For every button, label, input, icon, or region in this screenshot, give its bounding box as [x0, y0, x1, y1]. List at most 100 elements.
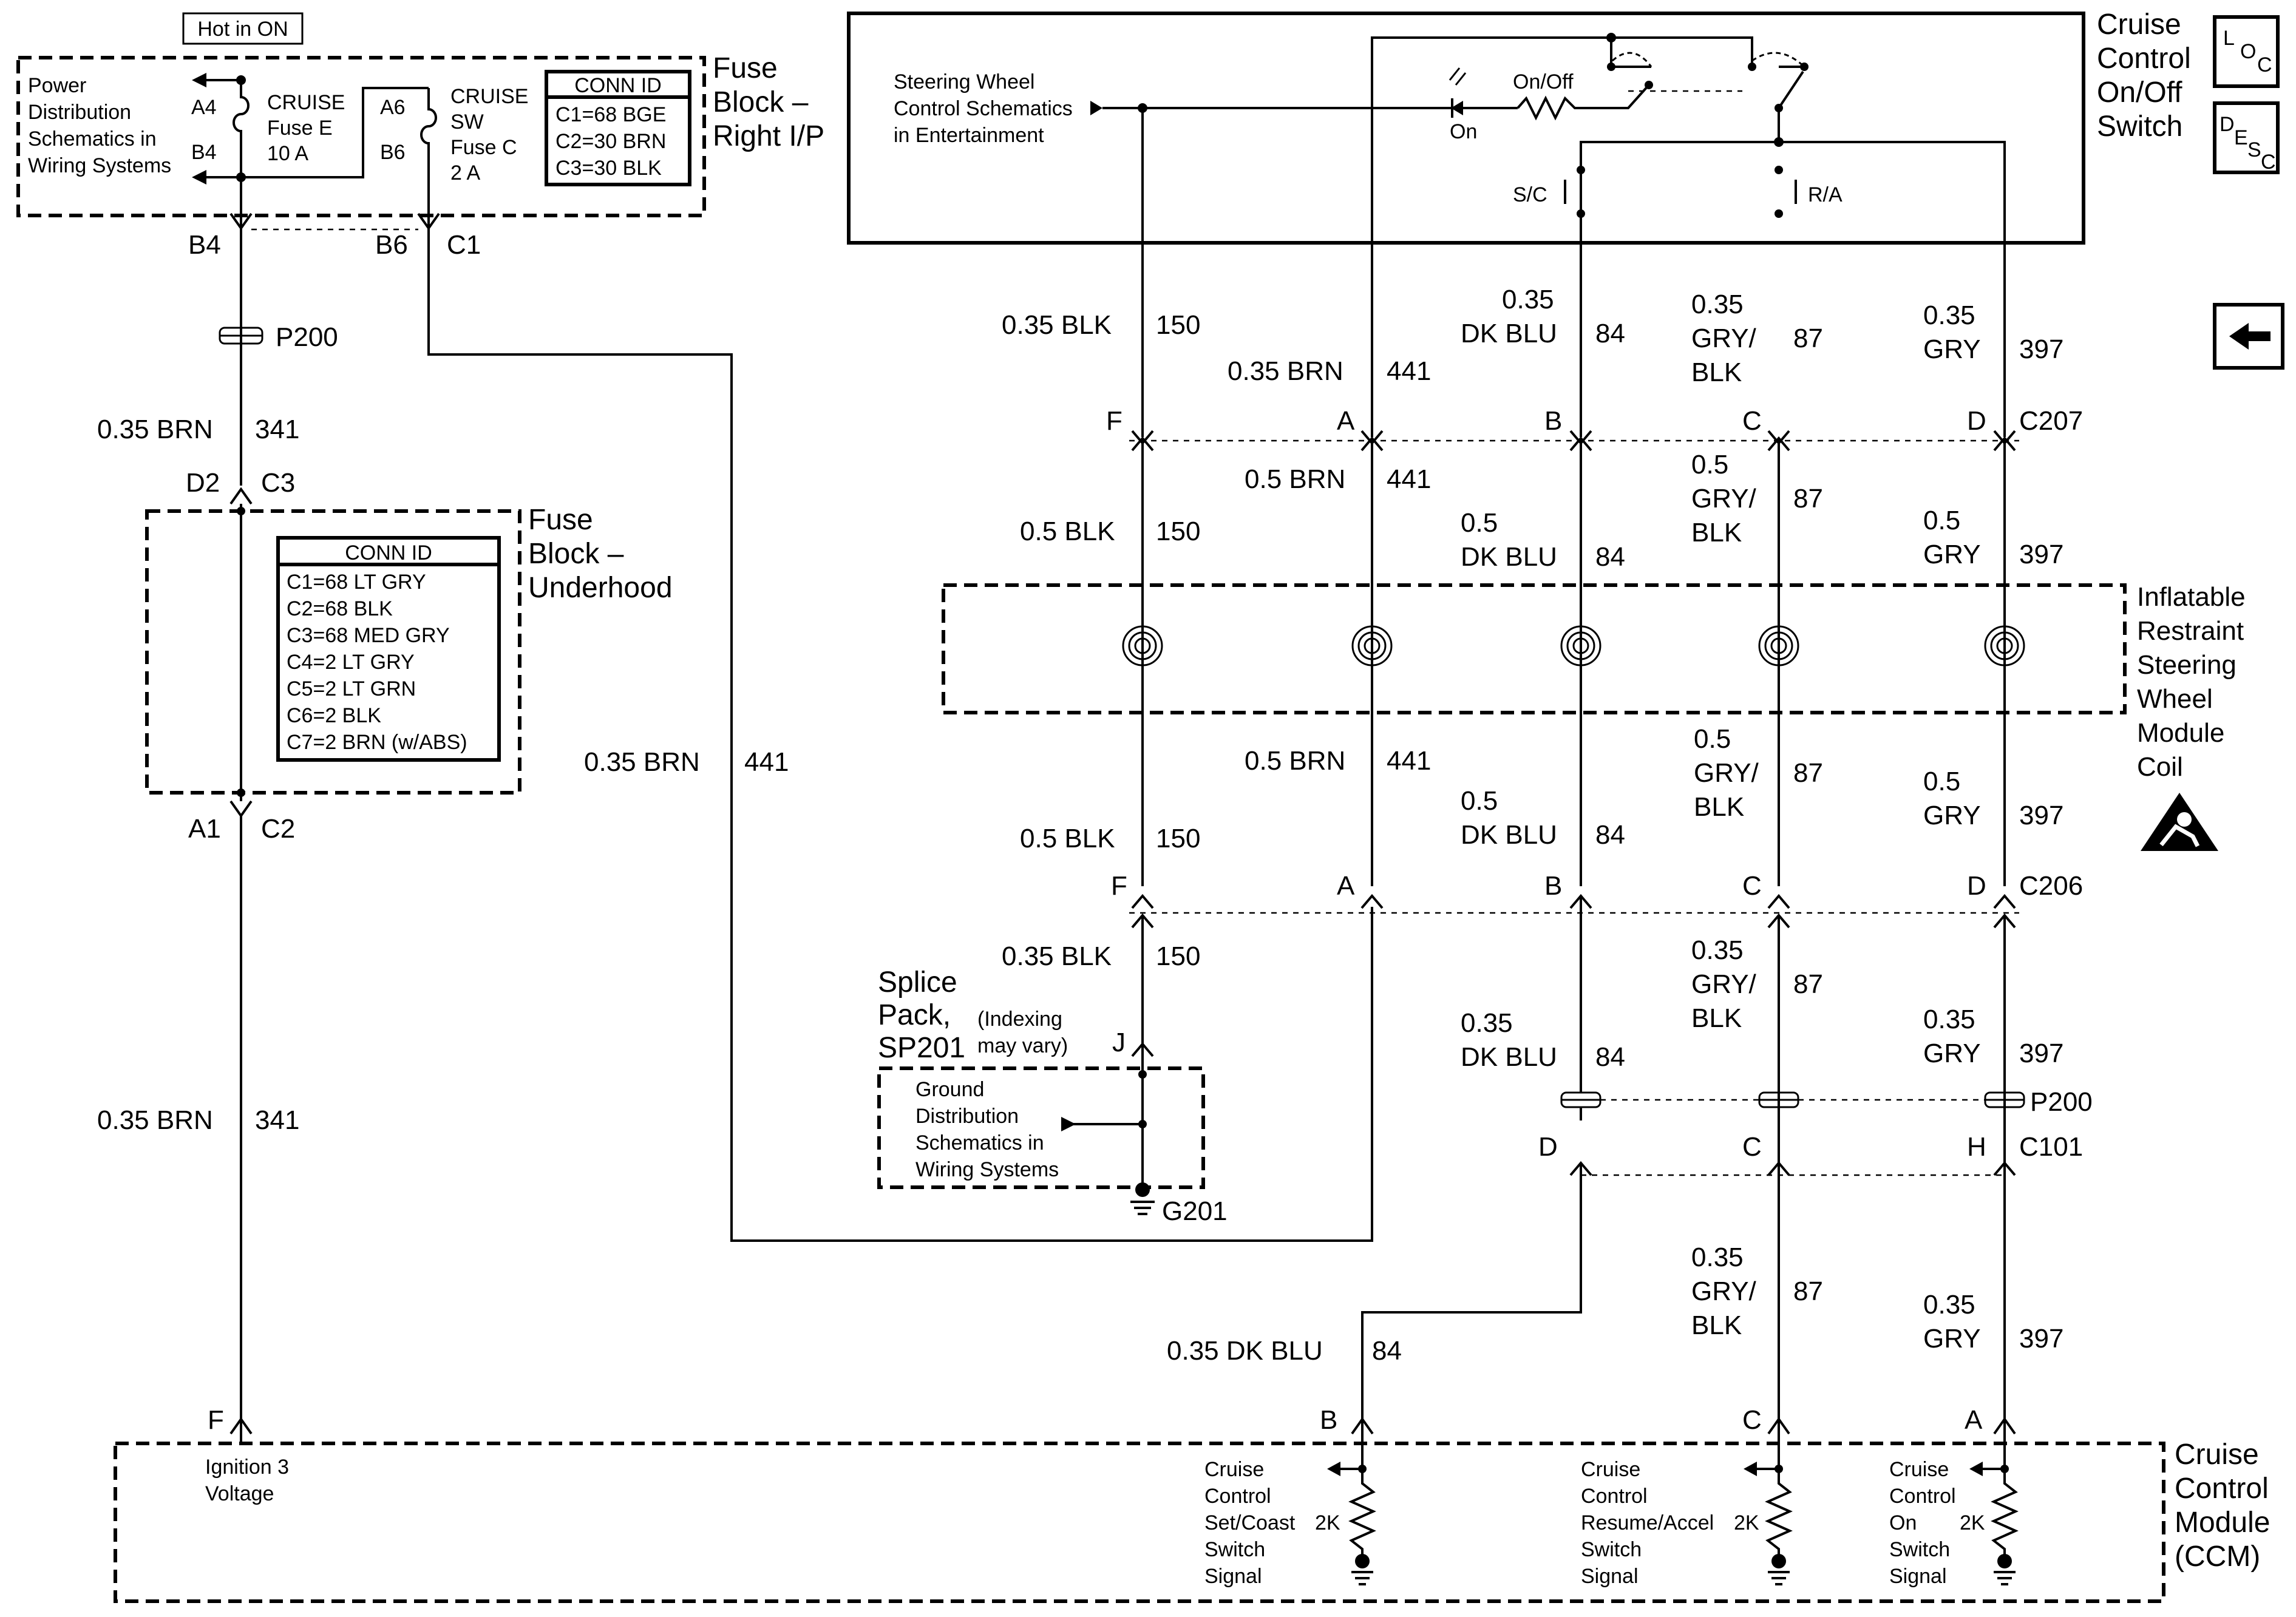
svg-text:Control: Control [1581, 1485, 1648, 1508]
svg-text:150: 150 [1156, 310, 1200, 340]
svg-text:0.35: 0.35 [1923, 1290, 1975, 1320]
svg-text:0.35: 0.35 [1691, 935, 1744, 965]
svg-text:A6: A6 [380, 96, 406, 119]
ignition-3-voltage: Ignition 3 Voltage [205, 1456, 289, 1505]
svg-text:Schematics in: Schematics in [28, 127, 157, 151]
svg-text:On/Off: On/Off [1513, 70, 1574, 93]
svg-text:GRY: GRY [1923, 334, 1981, 364]
svg-text:Module: Module [2137, 718, 2224, 748]
svg-text:0.35: 0.35 [1691, 290, 1744, 319]
svg-text:Control: Control [1889, 1485, 1956, 1508]
svg-text:87: 87 [1793, 1276, 1823, 1306]
svg-text:E: E [2234, 126, 2248, 149]
svg-text:C1: C1 [447, 230, 481, 260]
svg-text:C206: C206 [2019, 871, 2083, 901]
svg-text:Cruise: Cruise [2175, 1439, 2259, 1471]
c207-connector: F A B C D C207 [1106, 406, 2083, 452]
svg-text:Switch: Switch [2097, 110, 2182, 143]
desc-icon: D E S C [2213, 101, 2280, 174]
svg-text:R/A: R/A [1808, 183, 1843, 206]
svg-text:0.5: 0.5 [1923, 506, 1960, 535]
svg-text:D: D [1538, 1132, 1558, 1162]
svg-text:B: B [1544, 406, 1562, 436]
svg-text:Ignition 3: Ignition 3 [205, 1456, 289, 1479]
svg-text:D: D [1967, 871, 1986, 901]
svg-text:On: On [1889, 1511, 1917, 1534]
svg-text:Cruise: Cruise [1889, 1458, 1949, 1481]
splice-pack-sp201: Splice Pack, SP201 (Indexing may vary) J… [877, 966, 1205, 1189]
svg-text:Fuse: Fuse [713, 52, 778, 84]
svg-text:On/Off: On/Off [2097, 76, 2182, 109]
svg-text:Splice: Splice [878, 966, 957, 998]
svg-text:S: S [2247, 138, 2261, 161]
svg-text:may vary): may vary) [977, 1034, 1068, 1057]
svg-text:BLK: BLK [1691, 1310, 1742, 1340]
p200-inline-left: P200 [219, 322, 338, 352]
svg-text:C101: C101 [2019, 1132, 2083, 1162]
svg-text:2K: 2K [1734, 1511, 1759, 1534]
svg-text:84: 84 [1595, 319, 1625, 348]
svg-text:0.5: 0.5 [1461, 508, 1498, 538]
svg-text:G201: G201 [1162, 1196, 1228, 1226]
svg-text:Restraint: Restraint [2137, 616, 2244, 646]
svg-text:341: 341 [255, 1105, 299, 1135]
ground-g201-icon: G201 [1130, 1182, 1228, 1226]
svg-text:Steering Wheel: Steering Wheel [894, 70, 1034, 93]
svg-text:C3=30 BLK: C3=30 BLK [555, 157, 662, 180]
svg-text:Coil: Coil [2137, 752, 2183, 782]
svg-text:Inflatable: Inflatable [2137, 582, 2246, 612]
loc-icon: L O C [2213, 15, 2280, 88]
svg-text:Module: Module [2175, 1507, 2270, 1539]
svg-text:150: 150 [1156, 517, 1200, 546]
cruise-control-onoff-switch: Cruise Control On/Off Switch [847, 8, 2191, 245]
conn-id-ip: CONN ID C1=68 BGE C2=30 BRN C3=30 BLK [545, 70, 691, 186]
svg-text:B6: B6 [375, 230, 408, 260]
svg-text:A: A [1337, 871, 1355, 901]
svg-text:C6=2 BLK: C6=2 BLK [287, 704, 381, 727]
svg-text:H: H [1967, 1132, 1986, 1162]
svg-text:(CCM): (CCM) [2175, 1541, 2260, 1573]
svg-text:0.35 DK BLU: 0.35 DK BLU [1167, 1336, 1323, 1366]
svg-text:84: 84 [1595, 820, 1625, 850]
svg-text:0.35: 0.35 [1502, 285, 1554, 314]
svg-text:2K: 2K [1960, 1511, 1985, 1534]
svg-text:Signal: Signal [1581, 1565, 1639, 1588]
svg-text:Schematics in: Schematics in [915, 1131, 1044, 1154]
svg-text:C207: C207 [2019, 406, 2083, 436]
svg-text:DK BLU: DK BLU [1461, 319, 1557, 348]
c206-upper-labels: 0.5 BRN 441 0.5 DK BLU 84 0.5 GRY/ BLK 8… [1020, 724, 2063, 853]
fuse-block-right-ip: Fuse Block – Right I/P [16, 52, 824, 217]
svg-text:150: 150 [1156, 824, 1200, 853]
svg-text:C2: C2 [261, 814, 295, 844]
svg-text:0.35: 0.35 [1923, 300, 1975, 330]
svg-text:0.5 BRN: 0.5 BRN [1245, 464, 1345, 494]
svg-text:D2: D2 [186, 468, 220, 498]
svg-text:Distribution: Distribution [28, 101, 131, 124]
steering-wheel-module-coil: Inflatable Restraint Steering Wheel Modu… [942, 582, 2246, 782]
resume-accel-switch-signal: Cruise Control Resume/Accel Switch Signa… [1581, 1434, 1793, 1588]
page-back-arrow-icon[interactable] [2213, 303, 2284, 370]
svg-text:441: 441 [744, 747, 789, 777]
svg-text:Cruise: Cruise [2097, 8, 2181, 41]
cruise-sw-fuse-c: CRUISE SW Fuse C 2 A [450, 85, 528, 185]
svg-text:C5=2 LT GRN: C5=2 LT GRN [287, 677, 416, 700]
svg-text:0.35: 0.35 [1923, 1005, 1975, 1034]
svg-text:Wheel: Wheel [2137, 684, 2213, 714]
svg-text:C3: C3 [261, 468, 295, 498]
coil-spiral-icon [1122, 625, 2025, 666]
steering-wheel-ref: Steering Wheel Control Schematics in Ent… [894, 70, 1073, 147]
svg-text:84: 84 [1372, 1336, 1402, 1366]
svg-text:F: F [208, 1405, 224, 1435]
svg-text:87: 87 [1793, 758, 1823, 788]
svg-text:(Indexing: (Indexing [977, 1008, 1062, 1031]
c207-upper-labels: 0.35 BLK 150 0.35 BRN 441 0.35 DK BLU 84… [1002, 285, 2063, 387]
svg-text:341: 341 [255, 415, 299, 444]
svg-text:Control: Control [2097, 42, 2191, 75]
svg-text:Fuse E: Fuse E [267, 117, 333, 140]
svg-text:Block –: Block – [713, 86, 809, 118]
svg-text:P200: P200 [276, 322, 338, 352]
svg-text:F: F [1111, 871, 1127, 901]
svg-text:441: 441 [1387, 464, 1431, 494]
svg-text:Resume/Accel: Resume/Accel [1581, 1511, 1714, 1534]
